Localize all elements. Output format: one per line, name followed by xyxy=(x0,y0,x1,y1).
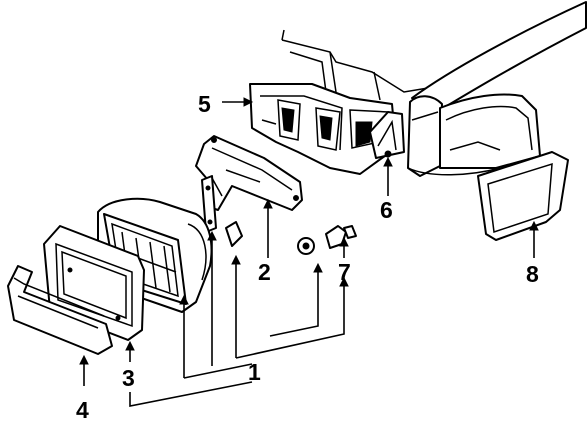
callout-8: 8 xyxy=(526,261,539,287)
adjuster-strip xyxy=(201,175,217,233)
callout-3: 3 xyxy=(122,365,135,391)
callout-4: 4 xyxy=(76,397,89,423)
callout-5: 5 xyxy=(198,91,211,117)
callout-1: 1 xyxy=(248,359,261,385)
callout-2: 2 xyxy=(258,259,271,285)
bulb-socket xyxy=(297,225,357,255)
retainer-strip xyxy=(7,265,113,355)
clip xyxy=(225,221,243,247)
vehicle-body xyxy=(281,1,587,177)
mounting-panel xyxy=(249,83,397,175)
callout-7: 7 xyxy=(338,259,351,285)
small-bracket xyxy=(369,111,405,159)
leader-lines xyxy=(79,97,539,407)
callout-6: 6 xyxy=(380,197,393,223)
side-marker-lens xyxy=(477,151,569,241)
headlamp-bracket xyxy=(195,135,303,211)
